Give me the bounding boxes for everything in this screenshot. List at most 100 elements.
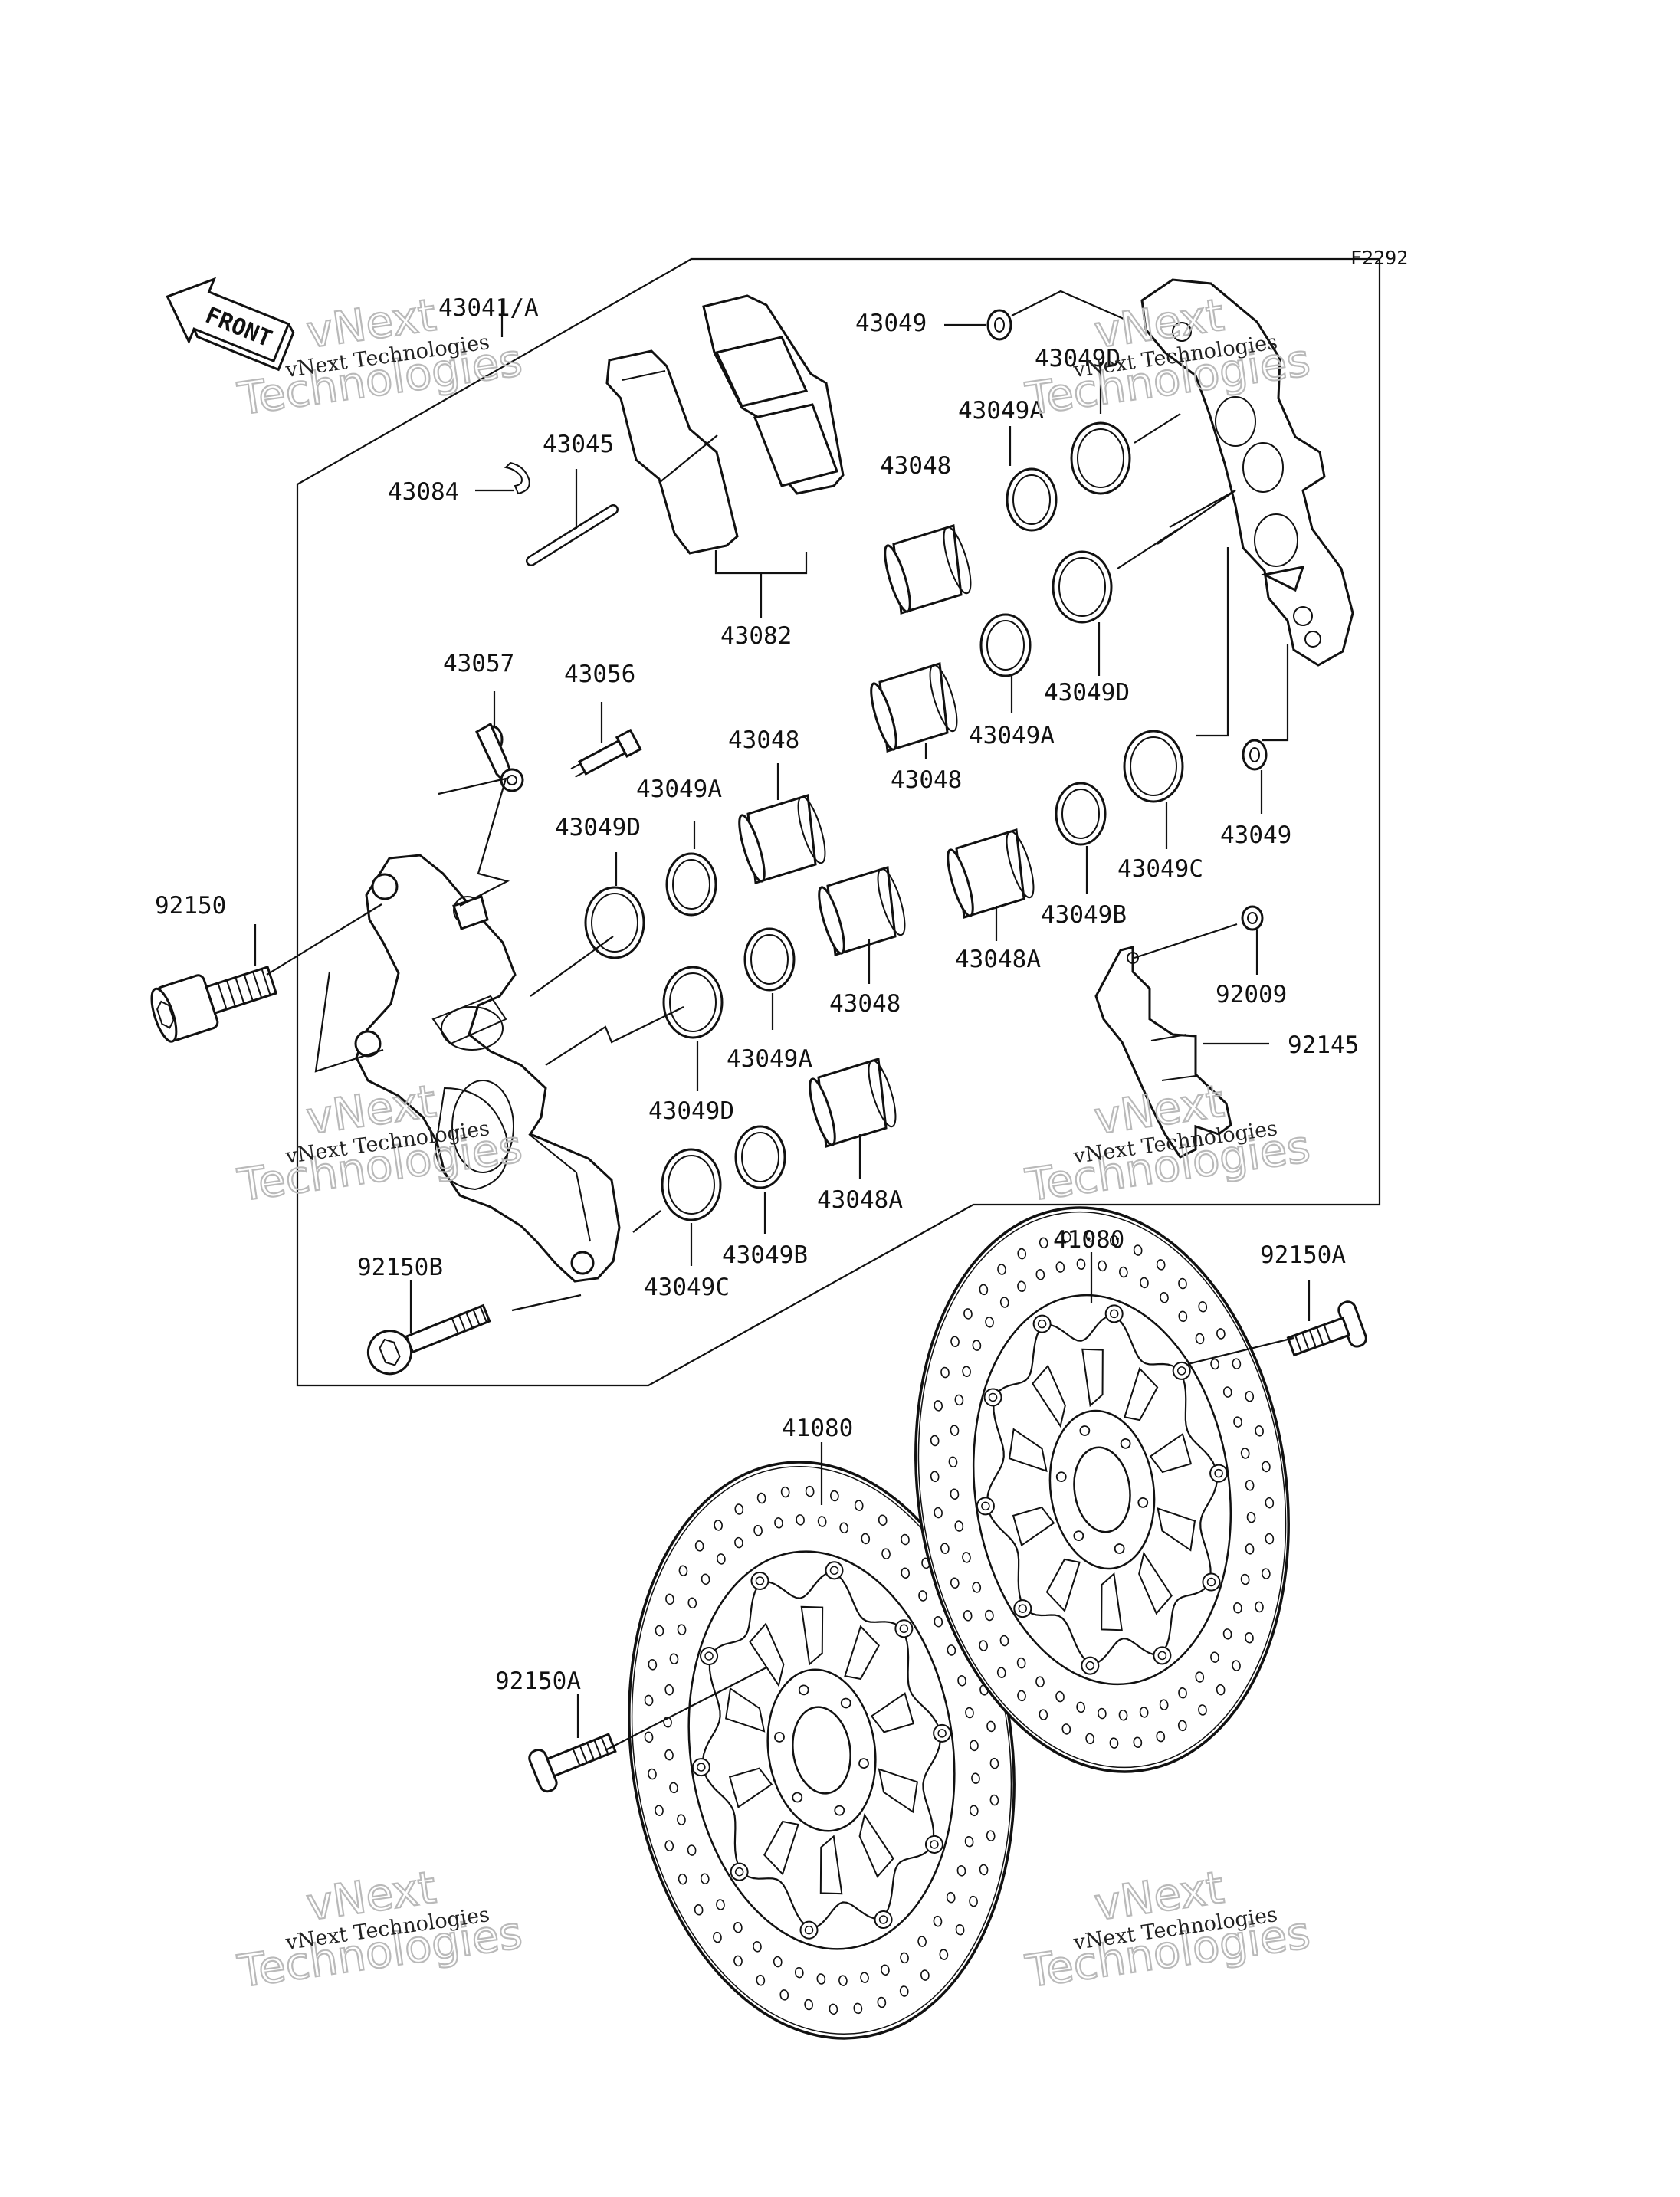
disc-vent-hole (1139, 1707, 1149, 1718)
watermark-4: vNext Technologies vNext Technologies (1022, 1074, 1314, 1212)
assembly-outline (296, 257, 1381, 1387)
disc-float-button (983, 1388, 1002, 1407)
disc-float-button (825, 1561, 844, 1580)
disc-vent-hole (677, 1624, 687, 1635)
seal-43049D-2 (1052, 550, 1113, 624)
disc-hub-center (792, 1706, 851, 1795)
disc-float-button (874, 1910, 893, 1930)
disc-carrier-window (749, 1622, 785, 1687)
bleeder-screw (570, 728, 642, 778)
disc-vent-hole (1245, 1631, 1254, 1644)
disc-float-button (1202, 1572, 1221, 1592)
disc-vent-hole (1085, 1231, 1095, 1242)
label-92150A-1: 92150A (1260, 1241, 1346, 1269)
disc-bolt-hole (1055, 1471, 1067, 1483)
disc-float-button (1172, 1361, 1191, 1380)
disc-vent-hole (665, 1593, 674, 1605)
disc-vent-hole (979, 1284, 989, 1296)
disc-vent-hole (664, 1840, 674, 1851)
disc-vent-hole (1035, 1269, 1045, 1280)
label-43049B-1: 43049B (1041, 901, 1127, 929)
seal-43049C-2 (661, 1148, 722, 1221)
bolt-92150B (366, 1303, 491, 1376)
label-43049A-3: 43049A (636, 776, 722, 803)
disc-vent-hole (794, 1966, 804, 1979)
disc-float-button (924, 1835, 943, 1854)
label-43048-2: 43048 (891, 766, 962, 794)
disc-vent-hole (733, 1955, 743, 1967)
disc-vent-hole (860, 1972, 869, 1983)
disc-float-button (730, 1862, 749, 1881)
disc-bolt-hole (834, 1805, 845, 1816)
label-43049C-2: 43049C (644, 1274, 730, 1301)
label-43082: 43082 (720, 622, 792, 650)
disc-vent-hole (753, 1941, 762, 1953)
disc-vent-hole (1133, 1736, 1143, 1749)
piston-43048-3 (733, 792, 832, 885)
disc-vent-hole (964, 1835, 974, 1848)
disc-vent-hole (986, 1720, 996, 1733)
disc-vent-hole (1017, 1248, 1027, 1260)
disc-vent-hole (1160, 1292, 1169, 1303)
disc-vent-hole (648, 1768, 657, 1780)
disc-vent-hole (1233, 1416, 1242, 1428)
disc-vent-hole (669, 1782, 678, 1794)
disc-vent-hole (1119, 1266, 1128, 1278)
disc-vent-hole (779, 1989, 789, 2001)
disc-vent-hole (881, 1964, 890, 1976)
disc-vent-hole (1198, 1301, 1208, 1313)
disc-vent-hole (655, 1625, 664, 1637)
disc-vent-hole (816, 1973, 826, 1985)
label-43049D-3: 43049D (555, 814, 641, 841)
disc-bolt-hole (792, 1792, 803, 1803)
seal-43049A-4 (743, 927, 796, 992)
disc-float-button (976, 1497, 995, 1516)
figure-code: F2292 (1350, 247, 1408, 269)
disc-vent-hole (930, 1471, 940, 1483)
disc-float-button (1153, 1646, 1172, 1665)
disc-carrier-window (1157, 1507, 1196, 1552)
disc-vent-hole (1156, 1259, 1166, 1271)
disc-vent-hole (664, 1749, 674, 1761)
washer-43049-right (1242, 739, 1268, 771)
disc-vent-hole (1210, 1651, 1219, 1663)
disc-vent-hole (664, 1684, 674, 1696)
disc-vent-hole (1039, 1237, 1048, 1249)
disc-vent-hole (861, 1533, 871, 1545)
disc-vent-hole (930, 1435, 940, 1447)
seal-43049D-top (1070, 421, 1131, 495)
disc-float-button (700, 1647, 719, 1666)
disc-carrier-window (1124, 1367, 1159, 1421)
disc-bolt-hole (798, 1684, 809, 1696)
label-43049D-top: 43049D (1035, 345, 1121, 372)
piston-43048-4 (812, 864, 912, 957)
disc-vent-hole (1109, 1737, 1119, 1749)
label-43049C-1: 43049C (1117, 855, 1203, 883)
disc-float-button (1209, 1464, 1229, 1483)
disc-vent-hole (1035, 1676, 1045, 1687)
label-43056: 43056 (564, 661, 635, 688)
disc-vent-hole (694, 1540, 704, 1552)
disc-vent-hole (972, 1582, 982, 1593)
disc-vent-hole (687, 1844, 697, 1856)
seal-43049A-3 (665, 852, 717, 917)
label-43049D-2: 43049D (1044, 679, 1130, 707)
disc-vent-hole (773, 1956, 783, 1968)
watermark-1: vNext Technologies vNext Technologies (234, 288, 527, 426)
disc-float-button (894, 1619, 914, 1638)
disc-vent-hole (985, 1317, 994, 1328)
disc-vent-hole (1156, 1730, 1166, 1743)
seal-43049A-1 (1006, 467, 1058, 532)
disc-vent-hole (963, 1610, 973, 1622)
disc-vent-hole (989, 1757, 999, 1769)
disc-vent-hole (733, 1921, 743, 1933)
brake-pad-outer (605, 349, 739, 555)
disc-vent-hole (713, 1931, 722, 1943)
disc-vent-hole (899, 1985, 909, 1997)
label-92145: 92145 (1288, 1031, 1359, 1059)
disc-vent-hole (971, 1772, 980, 1784)
disc-vent-hole (648, 1659, 658, 1671)
disc-vent-hole (956, 1865, 966, 1877)
disc-vent-hole (853, 2002, 863, 2015)
